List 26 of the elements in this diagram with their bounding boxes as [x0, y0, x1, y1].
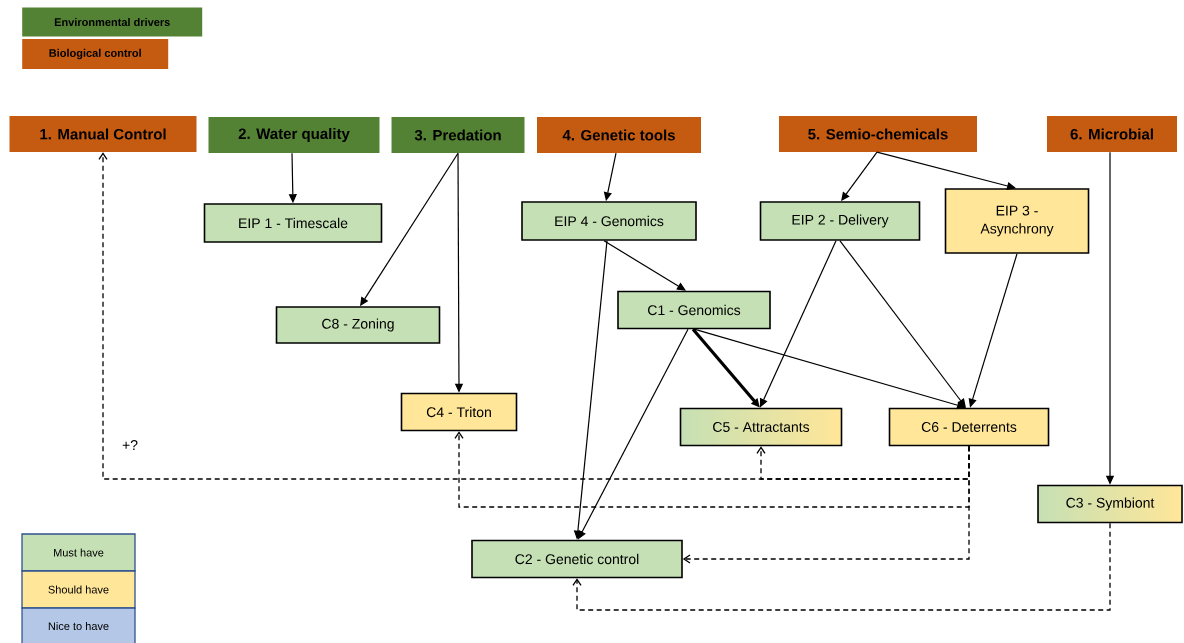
dashed-arrow: [572, 522, 1111, 611]
process-box: C1 - Genomics: [617, 290, 771, 330]
category-box: 2. Water quality: [208, 117, 380, 153]
category-box: 4. Genetic tools: [537, 117, 701, 153]
process-box: C4 - Triton: [400, 392, 518, 432]
category-box: 1. Manual Control: [9, 116, 197, 152]
dashed-arrow: [682, 445, 970, 564]
dashed-arrow: [756, 445, 970, 480]
process-box: C5 - Attractants: [679, 407, 843, 447]
process-box: C2 - Genetic control: [471, 539, 683, 579]
arrow: [603, 240, 686, 291]
category-box: 5. Semio-chemicals: [779, 116, 977, 152]
arrow: [694, 328, 966, 410]
process-box: EIP 1 - Timescale: [203, 203, 383, 243]
category-box: 6. Microbial: [1047, 116, 1177, 152]
process-box: EIP 4 - Genomics: [521, 201, 697, 241]
arrow: [839, 240, 966, 408]
process-box: EIP 2 - Delivery: [759, 201, 921, 241]
dashed-arrow: [454, 431, 970, 508]
process-box: C6 - Deterrents: [888, 407, 1050, 447]
process-box: EIP 3 - Asynchrony: [944, 188, 1090, 254]
category-box: 3. Predation: [391, 117, 525, 153]
edge-label: +?: [122, 440, 138, 450]
process-box: C8 - Zoning: [275, 306, 441, 344]
arrow: [876, 151, 1016, 190]
process-box: C3 - Symbiont: [1037, 484, 1183, 524]
